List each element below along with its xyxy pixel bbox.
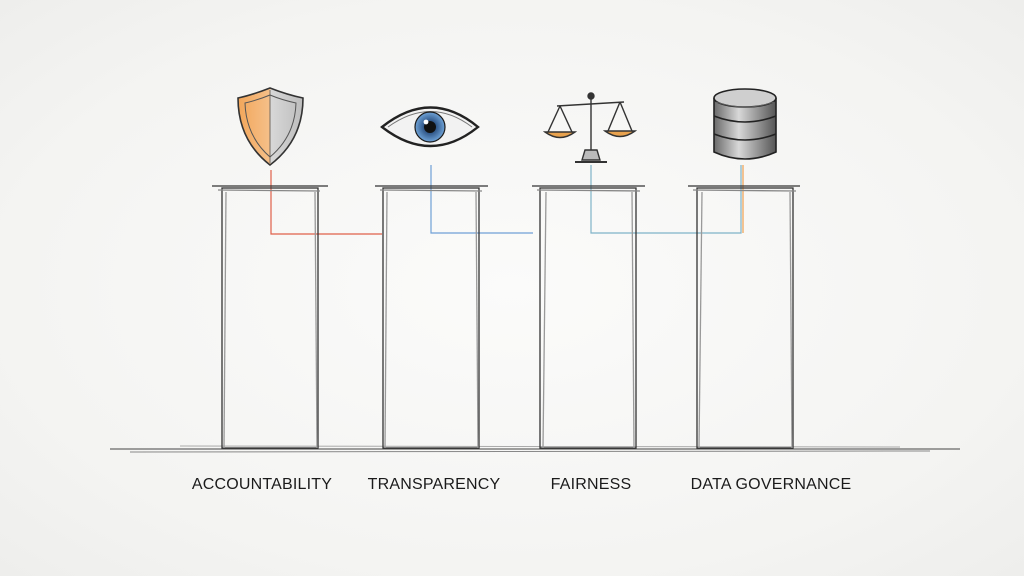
label-data-governance: DATA GOVERNANCE xyxy=(690,476,852,493)
eye-icon xyxy=(380,106,480,148)
pillar-transparency xyxy=(375,185,488,449)
pillar-data-governance xyxy=(688,185,800,449)
label-transparency: TRANSPARENCY xyxy=(367,476,501,493)
connector-fairness-governance xyxy=(590,165,742,234)
scales-icon xyxy=(542,92,638,163)
pillar-fairness xyxy=(532,185,645,449)
label-accountability: ACCOUNTABILITY xyxy=(191,476,333,493)
pillar-accountability xyxy=(212,185,328,449)
connectors xyxy=(270,165,744,235)
connector-transparency-fairness xyxy=(430,165,533,234)
connector-accountability-transparency xyxy=(270,170,382,235)
label-fairness: FAIRNESS xyxy=(550,476,632,493)
ground-line xyxy=(110,445,960,453)
shield-icon xyxy=(237,87,304,167)
database-icon xyxy=(713,88,777,160)
